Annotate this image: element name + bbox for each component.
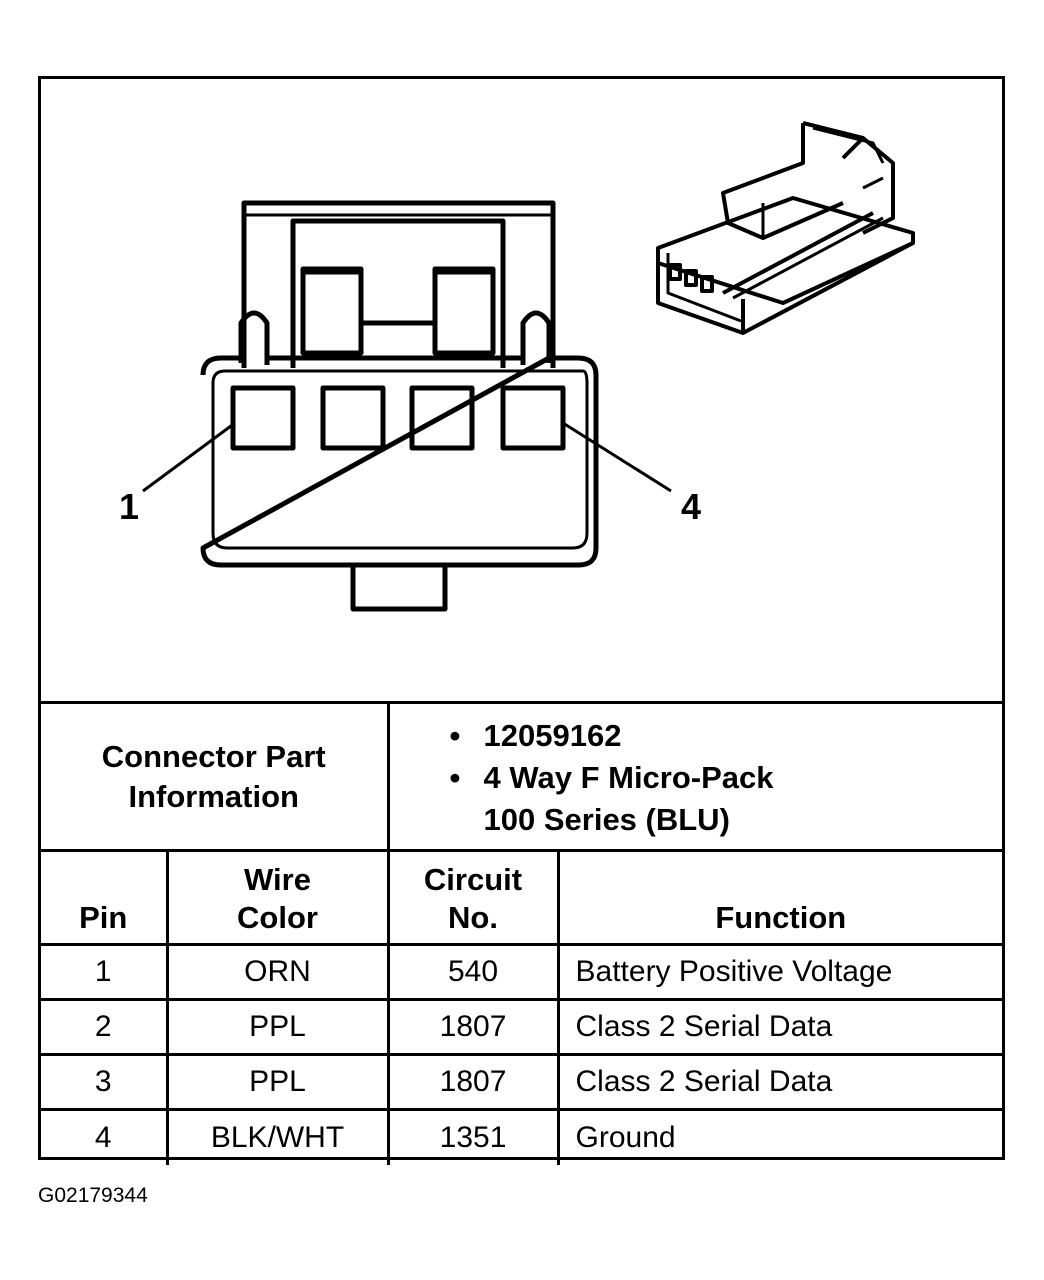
header-color-label: Color [237,900,318,935]
row-wire-color: ORN [165,943,390,1001]
row-wire-color: PPL [165,998,390,1056]
row-function: Class 2 Serial Data [556,998,1003,1056]
figure-id: G02179344 [38,1184,148,1207]
connector-figure-frame: 1 4 Connector Part Information 12059162 … [38,76,1005,1165]
row-pin: 1 [41,943,169,1001]
header-function-label: Function [715,900,847,935]
row-circuit: 1807 [386,1053,560,1111]
row-function: Ground [556,1108,1003,1165]
table-row: 1 ORN 540 Battery Positive Voltage [41,943,1003,1001]
connector-description-line2: 100 Series (BLU) [483,801,730,837]
row-pin: 3 [41,1053,169,1111]
row-wire-color: PPL [165,1053,390,1111]
header-circuit: Circuit No. [386,849,560,946]
table-header-row: Pin Wire Color Circuit No. Function [41,849,1003,946]
connector-description: 4 Way F Micro-Pack [450,758,1003,798]
row-pin: 2 [41,998,169,1056]
connector-diagram: 1 4 [119,121,915,612]
connector-info-row: Connector Part Information 12059162 4 Wa… [41,701,1003,852]
table-row: 4 BLK/WHT 1351 Ground [41,1108,1003,1165]
header-wire-color: Wire Color [165,849,390,946]
row-circuit: 540 [386,943,560,1001]
row-circuit: 1807 [386,998,560,1056]
info-label-line2: Information [128,778,300,814]
header-pin: Pin [41,849,169,946]
connector-info-label: Connector Part Information [41,701,390,852]
header-pin-label: Pin [79,900,128,935]
row-wire-color: BLK/WHT [165,1108,390,1165]
row-function: Battery Positive Voltage [556,943,1003,1001]
header-circuit-label: Circuit [423,862,523,897]
connector-3d-view [656,121,915,335]
table-row: 3 PPL 1807 Class 2 Serial Data [41,1053,1003,1111]
part-number: 12059162 [450,716,1003,756]
row-function: Class 2 Serial Data [556,1053,1003,1111]
connector-info-values: 12059162 4 Way F Micro-Pack 100 Series (… [386,701,1003,852]
info-label-line1: Connector Part [101,738,326,774]
header-function: Function [556,849,1003,946]
header-wire-label: Wire [244,862,311,897]
pin-1-callout: 1 [119,486,139,527]
table-row: 2 PPL 1807 Class 2 Serial Data [41,998,1003,1056]
pin-4-callout: 4 [681,486,701,527]
row-pin: 4 [41,1108,169,1165]
connector-pinout-table: Connector Part Information 12059162 4 Wa… [41,701,1003,1165]
header-no-label: No. [448,900,498,935]
connector-front-view [142,200,672,612]
row-circuit: 1351 [386,1108,560,1165]
